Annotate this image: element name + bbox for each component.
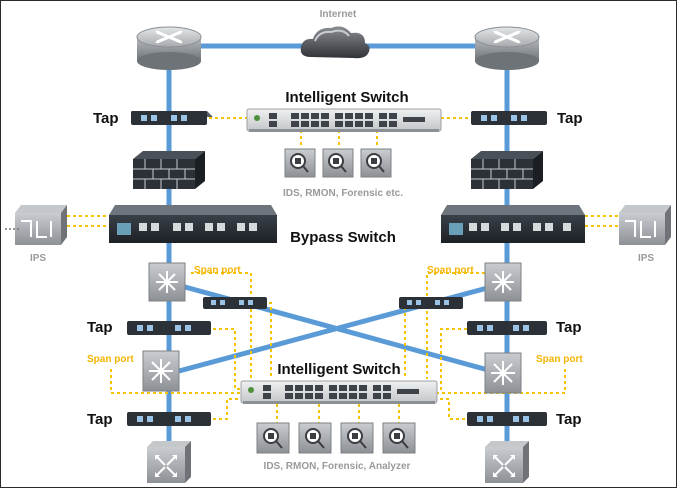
switch-upper-left: [148, 262, 186, 302]
tools-top: [284, 148, 392, 178]
tap-bottom-right: [467, 412, 547, 426]
router-bottom-right: [485, 441, 529, 483]
tap-icon: [131, 111, 213, 125]
firewall-left: [133, 151, 205, 189]
tap-label-mid-right: Tap: [556, 319, 582, 336]
firewall-icon: [471, 151, 543, 189]
switch-icon: [148, 262, 186, 302]
tap-icon: [127, 321, 211, 335]
tap-label-top-left: Tap: [93, 110, 119, 127]
intelligent-switch-bottom-label: Intelligent Switch: [277, 361, 400, 378]
switch-upper-right: [484, 262, 522, 302]
switch-icon: [142, 350, 180, 392]
tool-icon: [284, 148, 316, 178]
router-icon: [474, 26, 540, 70]
bypass-switch-label: Bypass Switch: [290, 229, 396, 246]
tool-icon: [382, 422, 416, 454]
tap-label-top-right: Tap: [557, 110, 583, 127]
tap-mid-inner-left: [203, 297, 267, 309]
span-port-label-lower-right: Span port: [536, 354, 583, 365]
intelligent-switch-bottom: [240, 380, 438, 404]
router-icon: [485, 441, 529, 483]
switch-icon: [484, 352, 522, 394]
tap-bottom-left: [127, 412, 211, 426]
router-icon: [136, 26, 202, 70]
tool-icon: [360, 148, 392, 178]
bypass-switch-icon: [109, 205, 277, 243]
intelligent-switch-top-label: Intelligent Switch: [285, 89, 408, 106]
tools-bottom: [256, 422, 416, 454]
ips-label-left: IPS: [30, 253, 46, 264]
tap-icon: [471, 111, 547, 125]
bypass-switch-right: [441, 205, 585, 243]
ips-icon: [5, 205, 67, 245]
router-bottom-left: [147, 441, 191, 483]
span-port-label-upper-left: Span port: [194, 265, 241, 276]
ips-icon: [619, 205, 671, 245]
switch-icon: [484, 262, 522, 302]
tool-icon: [322, 148, 354, 178]
tap-top-left: [131, 111, 213, 125]
tap-top-right: [471, 111, 547, 125]
tap-icon: [127, 412, 211, 426]
tap-mid-inner-right: [399, 297, 463, 309]
cloud-icon: [300, 26, 370, 59]
span-port-label-upper-right: Span port: [427, 265, 474, 276]
tap-icon: [399, 297, 463, 309]
tools-top-label: IDS, RMON, Forensic etc.: [283, 188, 403, 199]
intelligent-switch-top: [246, 108, 442, 132]
tap-icon: [467, 321, 547, 335]
router-left: [136, 26, 202, 70]
switch-lower-left: [142, 350, 180, 392]
router-icon: [147, 441, 191, 483]
ips-label-right: IPS: [638, 253, 654, 264]
tap-mid-left: [127, 321, 211, 335]
tap-icon: [467, 412, 547, 426]
router-right: [474, 26, 540, 70]
tools-bottom-label: IDS, RMON, Forensic, Analyzer: [264, 461, 411, 472]
ips-right: [619, 205, 671, 245]
intelligent-switch-icon: [246, 108, 442, 132]
intelligent-switch-icon: [240, 380, 438, 404]
bypass-switch-icon: [441, 205, 585, 243]
tap-label-bottom-left: Tap: [87, 411, 113, 428]
tap-icon: [203, 297, 267, 309]
tool-icon: [340, 422, 374, 454]
firewall-right: [471, 151, 543, 189]
bypass-switch-left: [109, 205, 277, 243]
firewall-icon: [133, 151, 205, 189]
span-port-label-lower-left: Span port: [87, 354, 134, 365]
internet-label: Internet: [320, 9, 357, 20]
tap-label-bottom-right: Tap: [556, 411, 582, 428]
tap-label-mid-left: Tap: [87, 319, 113, 336]
tool-icon: [256, 422, 290, 454]
tool-icon: [298, 422, 332, 454]
switch-lower-right: [484, 352, 522, 394]
tap-mid-right: [467, 321, 547, 335]
ips-left: [5, 205, 67, 245]
